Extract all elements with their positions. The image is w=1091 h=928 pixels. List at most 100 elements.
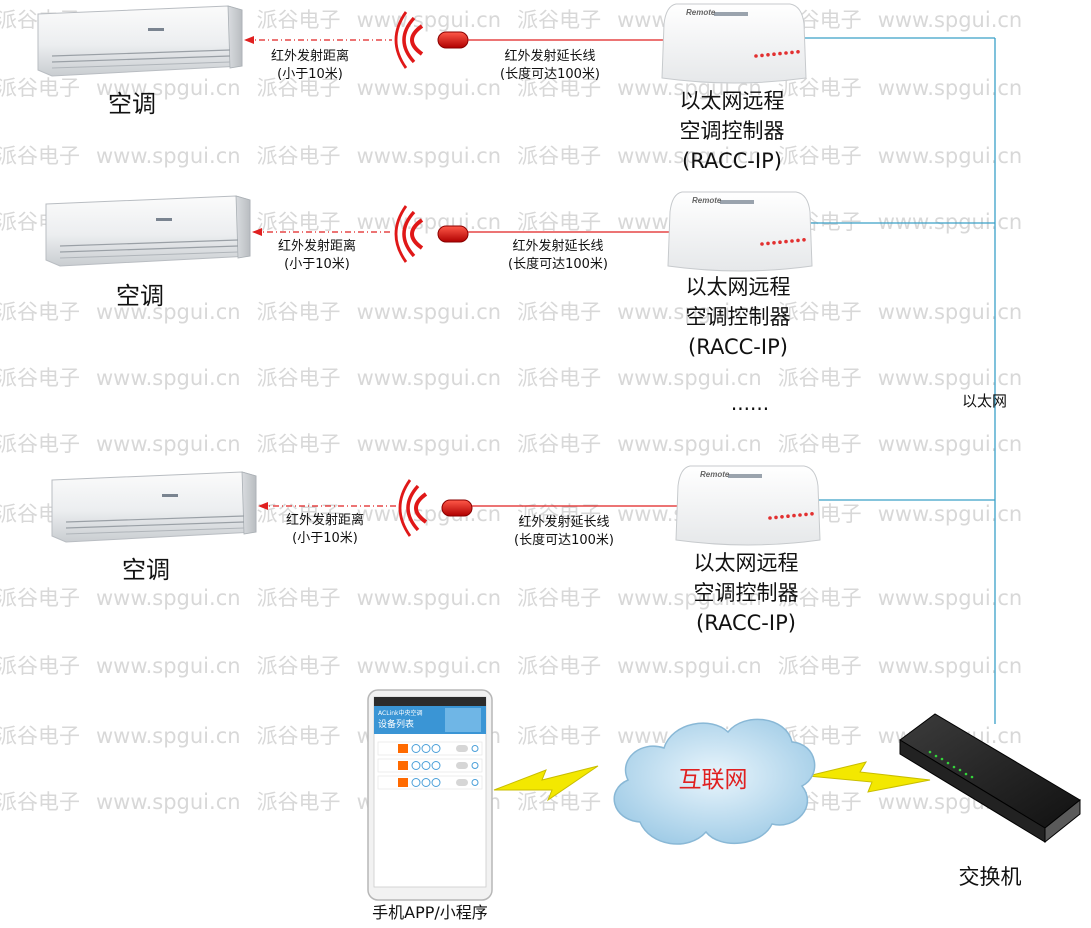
unit-row: Remote — [51, 465, 821, 546]
controller-name-line1: 以太网远程 — [693, 551, 799, 575]
watermark-brand: 派谷电子 — [777, 366, 862, 390]
phone-header-title: ACLink中央空调 — [378, 710, 423, 717]
watermark-url: www.spgui.cn — [96, 76, 241, 100]
watermark-url: www.spgui.cn — [96, 366, 241, 390]
controller-box-icon: Remote — [675, 465, 821, 546]
ir-wave-icon — [398, 479, 428, 537]
controller-name-line2: 空调控制器 — [679, 119, 785, 143]
phone-header-subtitle: 设备列表 — [378, 720, 415, 730]
watermark-url: www.spgui.cn — [356, 366, 502, 390]
wireless-link-left-icon — [493, 765, 599, 802]
watermark-url: www.spgui.cn — [356, 76, 502, 100]
switch-port-leds — [928, 750, 974, 779]
watermark-brand: 派谷电子 — [256, 586, 341, 610]
watermark-brand: 派谷电子 — [0, 654, 80, 678]
ir-distance-note: (小于10米) — [292, 531, 358, 546]
controller-box-icon: Remote — [661, 3, 807, 84]
watermark-row: 派谷电子 www.spgui.cn 派谷电子 www.spgui.cn 派谷电子 www.… — [0, 362, 1038, 392]
watermark-brand: 派谷电子 — [777, 586, 862, 610]
controller-name-line1: 以太网远程 — [685, 275, 791, 299]
watermark-brand: 派谷电子 — [0, 586, 80, 610]
watermark-brand: 派谷电子 — [517, 366, 602, 390]
watermark-brand: 派谷电子 — [777, 144, 862, 168]
watermark-url: www.spgui.cn — [877, 502, 1023, 526]
watermark-brand: 派谷电子 — [256, 76, 341, 100]
air-conditioner-icon — [45, 195, 251, 267]
ir-emitter-icon — [441, 499, 473, 517]
switch-icon — [899, 713, 1081, 844]
watermark-url: www.spgui.cn — [96, 432, 241, 456]
watermark-brand: 派谷电子 — [517, 210, 602, 234]
ac-label: 空调 — [108, 90, 156, 118]
watermark-brand: 派谷电子 — [256, 144, 341, 168]
ac-label: 空调 — [122, 556, 170, 584]
cable-label: 红外发射延长线 — [504, 49, 596, 64]
controller-model: (RACC-IP) — [682, 149, 782, 173]
watermark-url: www.spgui.cn — [877, 586, 1023, 610]
unit-row: Remote — [37, 3, 807, 84]
controller-model: (RACC-IP) — [688, 335, 788, 359]
watermark-brand: 派谷电子 — [517, 432, 602, 456]
controller-name-line2: 空调控制器 — [685, 305, 791, 329]
watermark-brand: 派谷电子 — [517, 300, 602, 324]
watermark-brand: 派谷电子 — [0, 76, 80, 100]
phone-rows — [377, 741, 483, 790]
cable-note: (长度可达100米) — [508, 257, 608, 272]
ir-distance-label: 红外发射距离 — [270, 49, 349, 64]
watermark-url: www.spgui.cn — [356, 586, 502, 610]
ethernet-lines — [800, 37, 996, 724]
wireless-link-right-icon — [807, 761, 931, 793]
watermark-url: www.spgui.cn — [877, 432, 1023, 456]
air-conditioner-icon — [51, 471, 257, 543]
remote-brand-text: Remote — [700, 470, 730, 479]
watermark-brand: 派谷电子 — [517, 654, 602, 678]
watermark-url: www.spgui.cn — [617, 586, 762, 610]
switch-label: 交换机 — [958, 865, 1022, 889]
internet-label: 互联网 — [678, 767, 748, 793]
phone-label: 手机APP/小程序 — [372, 903, 488, 922]
watermark-url: www.spgui.cn — [877, 76, 1023, 100]
watermark-brand: 派谷电子 — [517, 790, 602, 814]
ir-wave-icon — [394, 205, 424, 263]
watermark-brand: 派谷电子 — [517, 144, 602, 168]
ir-distance-label: 红外发射距离 — [277, 239, 356, 254]
watermark-url: www.spgui.cn — [96, 654, 241, 678]
ir-emitter-icon — [437, 31, 469, 49]
ir-beam-arrow-icon — [258, 502, 268, 510]
watermark-brand: 派谷电子 — [777, 654, 862, 678]
watermark-url: www.spgui.cn — [96, 300, 241, 324]
watermark-brand: 派谷电子 — [517, 8, 602, 32]
ir-distance-note: (小于10米) — [284, 257, 350, 272]
watermark-brand: 派谷电子 — [256, 366, 341, 390]
internet-cloud-icon — [613, 718, 816, 845]
cable-label: 红外发射延长线 — [518, 515, 610, 530]
watermark-url: www.spgui.cn — [356, 654, 502, 678]
watermark-url: www.spgui.cn — [356, 210, 502, 234]
ir-emitter-icon — [437, 225, 469, 243]
cable-label: 红外发射延长线 — [512, 239, 604, 254]
watermark-url: www.spgui.cn — [617, 366, 762, 390]
watermark-brand: 派谷电子 — [0, 366, 80, 390]
ir-beam-arrow-icon — [252, 228, 262, 236]
watermark-brand: 派谷电子 — [0, 724, 80, 748]
ellipsis: ...... — [730, 391, 770, 415]
watermark-brand: 派谷电子 — [777, 300, 862, 324]
watermark-brand: 派谷电子 — [0, 144, 80, 168]
cable-note: (长度可达100米) — [514, 533, 614, 548]
watermark-url: www.spgui.cn — [617, 432, 762, 456]
controller-name-line2: 空调控制器 — [693, 581, 799, 605]
watermark-url: www.spgui.cn — [617, 300, 762, 324]
watermark-url: www.spgui.cn — [877, 210, 1023, 234]
cable-note: (长度可达100米) — [500, 67, 600, 82]
watermark-brand: 派谷电子 — [256, 432, 341, 456]
watermark-url: www.spgui.cn — [877, 366, 1023, 390]
watermark-brand: 派谷电子 — [256, 300, 341, 324]
ethernet-label: 以太网 — [962, 392, 1008, 410]
watermark-brand: 派谷电子 — [517, 76, 602, 100]
watermark-brand: 派谷电子 — [517, 724, 602, 748]
watermark-brand: 派谷电子 — [256, 654, 341, 678]
watermark-brand: 派谷电子 — [0, 790, 80, 814]
